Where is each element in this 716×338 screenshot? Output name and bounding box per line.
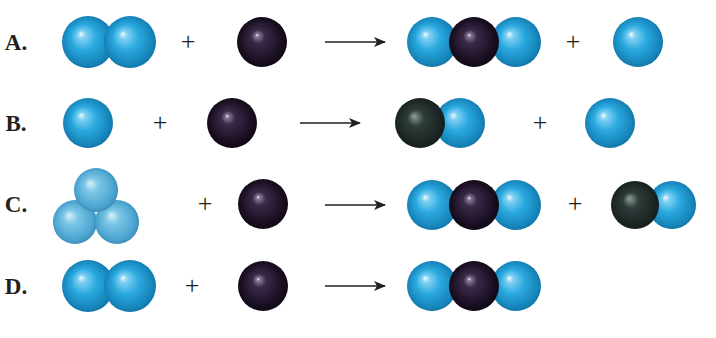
plus-sign: + [198, 191, 213, 217]
atom-sphere [449, 17, 499, 67]
plus-sign: + [533, 110, 548, 136]
atom-sphere [104, 16, 156, 68]
atom-sphere [238, 261, 288, 311]
reaction-arrow [300, 122, 360, 124]
plus-sign: + [181, 29, 196, 55]
atom-sphere [63, 98, 113, 148]
row-letter: D. [5, 275, 27, 298]
atom-sphere [237, 17, 287, 67]
atom-sphere [238, 179, 288, 229]
reaction-arrow [325, 41, 385, 43]
atom-sphere [74, 168, 118, 212]
atom-sphere [449, 180, 499, 230]
reaction-arrow [325, 204, 385, 206]
atom-sphere [613, 17, 663, 67]
atom-sphere [611, 181, 659, 229]
atom-sphere [449, 261, 499, 311]
row-letter: A. [5, 31, 27, 54]
row-letter: C. [5, 193, 27, 216]
plus-sign: + [566, 29, 581, 55]
atom-sphere [104, 260, 156, 312]
atom-sphere [207, 98, 257, 148]
plus-sign: + [185, 273, 200, 299]
row-letter: B. [5, 112, 26, 135]
plus-sign: + [568, 191, 583, 217]
reaction-arrow [325, 285, 385, 287]
plus-sign: + [153, 110, 168, 136]
atom-sphere [585, 98, 635, 148]
atom-sphere [395, 98, 445, 148]
